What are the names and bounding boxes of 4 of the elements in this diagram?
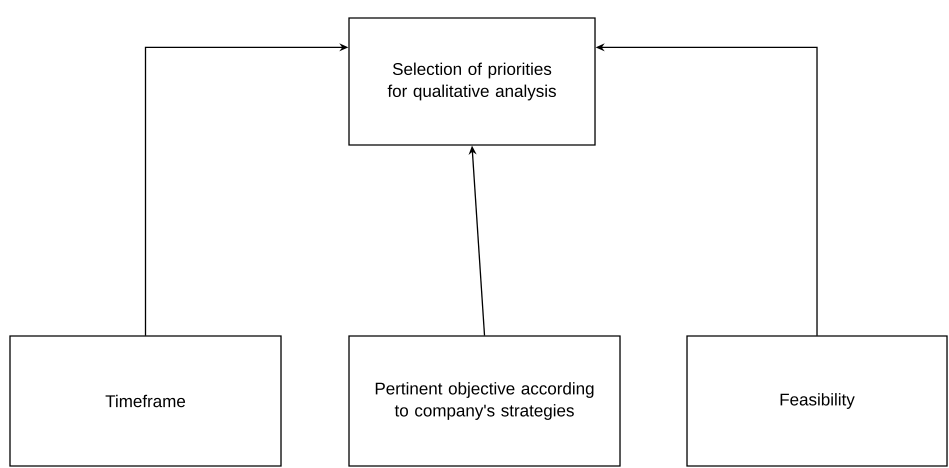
process-box: Timeframe [9,335,282,467]
process-box: Pertinent objective according to company's strategies [348,335,621,467]
process-box: Feasibility [686,335,948,467]
process-box: Selection of priorities for qualitative analysis [348,17,596,146]
